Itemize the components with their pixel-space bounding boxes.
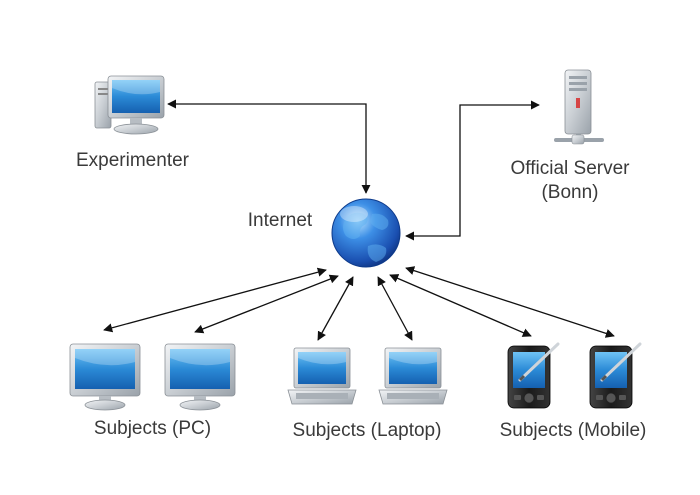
- link-experimenter-internet: [167, 99, 371, 194]
- link-laptop1-internet: [317, 276, 354, 341]
- server-label-line2: (Bonn): [541, 182, 599, 203]
- link-pc2-internet: [194, 274, 339, 334]
- internet-label: Internet: [247, 210, 313, 231]
- link-mobile1-internet: [389, 274, 532, 337]
- subject-mobile-icon: [507, 342, 560, 409]
- subject-pc-icon: [164, 343, 236, 411]
- connections: [103, 99, 615, 341]
- server-label-line1: Official Server: [510, 158, 630, 179]
- subject-pc-icon: [69, 343, 141, 411]
- subject-mobile-icon: [589, 342, 642, 409]
- subjects-laptop-label: Subjects (Laptop): [292, 420, 442, 441]
- server-tower-icon: [554, 69, 604, 145]
- subjects-pc-label: Subjects (PC): [93, 418, 212, 439]
- globe-icon: [331, 198, 401, 268]
- link-laptop2-internet: [377, 276, 413, 341]
- link-pc1-internet: [103, 267, 327, 333]
- experimenter-computer-icon: [94, 75, 165, 135]
- subject-laptop-icon: [287, 347, 357, 405]
- subject-laptop-icon: [378, 347, 448, 405]
- link-mobile2-internet: [405, 266, 615, 338]
- experimenter-label: Experimenter: [76, 150, 189, 171]
- subjects-mobile-label: Subjects (Mobile): [499, 420, 647, 441]
- server-label: Official Server (Bonn): [480, 157, 660, 205]
- link-server-internet: [405, 100, 540, 241]
